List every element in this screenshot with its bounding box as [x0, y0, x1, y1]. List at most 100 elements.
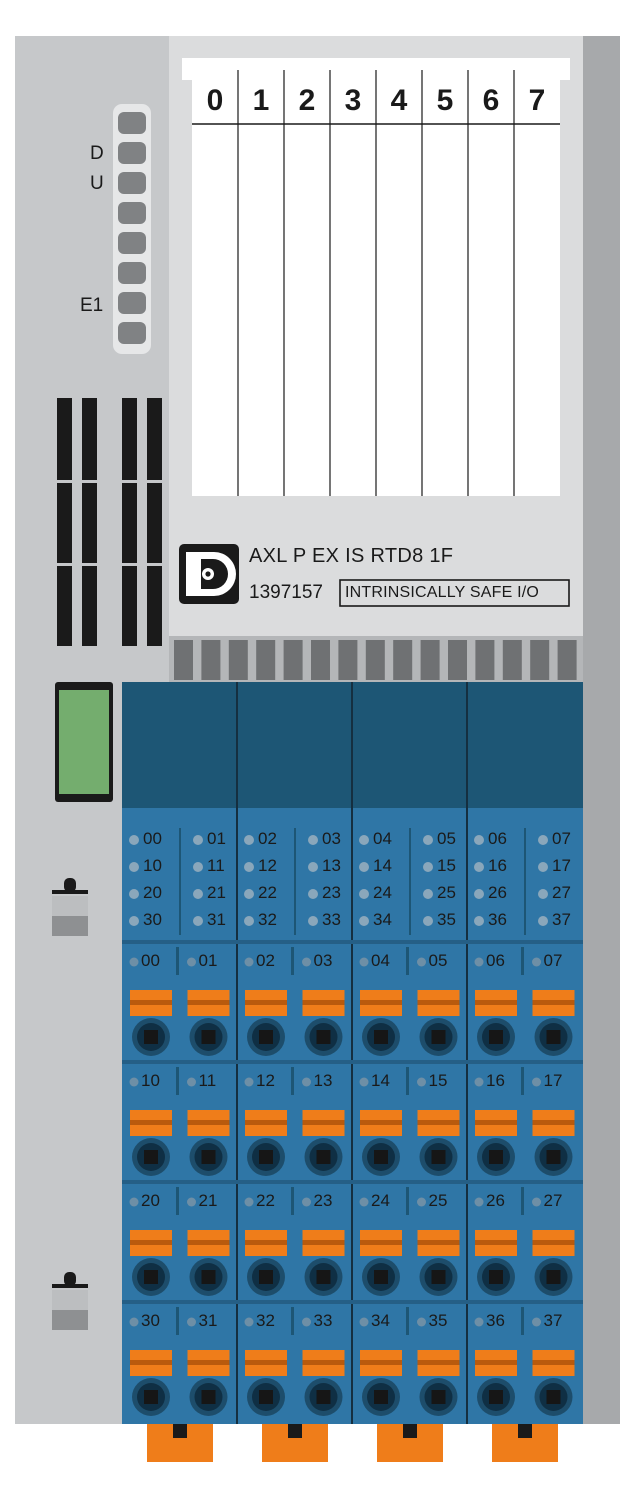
wire-entry-clamp [316, 1150, 331, 1164]
spring-release-groove [245, 1240, 287, 1245]
latch-top[interactable] [52, 878, 88, 936]
vent-slot [57, 398, 72, 646]
terminal-led [129, 1317, 139, 1327]
spring-release-groove [187, 1120, 230, 1125]
terminal-number: 15 [428, 1071, 448, 1090]
wire-entry-clamp [201, 1150, 216, 1164]
terminal-row-separator [122, 1300, 583, 1304]
spring-release-groove [130, 1240, 172, 1245]
overview-label: 37 [552, 910, 571, 929]
wire-entry-clamp [259, 1270, 273, 1284]
spring-release-groove [417, 1360, 460, 1365]
spring-release-groove [360, 1120, 402, 1125]
wire-entry-clamp [201, 1390, 216, 1404]
terminal-led [474, 957, 484, 967]
overview-label: 14 [373, 856, 392, 875]
channel-label: 6 [482, 84, 500, 117]
spring-release-groove [360, 1240, 402, 1245]
overview-led [244, 916, 254, 926]
terminal-number: 36 [486, 1311, 505, 1330]
overview-led [474, 916, 484, 926]
spring-release-groove [302, 1360, 345, 1365]
terminal-led [359, 957, 369, 967]
terminal-led [302, 1317, 311, 1327]
spring-release-groove [475, 1000, 517, 1005]
status-window [59, 690, 109, 794]
terminal-led [359, 1077, 369, 1087]
grill-rib [420, 640, 440, 680]
spring-release-groove [302, 1120, 345, 1125]
status-led [118, 172, 146, 194]
bottom-release-latches [147, 1424, 558, 1462]
status-led [118, 142, 146, 164]
wire-entry-clamp [431, 1270, 446, 1284]
led-label-u: U [90, 173, 104, 194]
terminal-number: 00 [141, 951, 160, 970]
terminal-number: 12 [256, 1071, 275, 1090]
terminal-rows [122, 940, 583, 1416]
channel-overview [129, 835, 548, 926]
terminal-number: 03 [313, 951, 333, 970]
spring-release-groove [245, 1000, 287, 1005]
part-number: 1397157 [249, 582, 323, 603]
overview-label: 32 [258, 910, 277, 929]
overview-led [244, 862, 254, 872]
status-led [118, 112, 146, 134]
wire-entry-clamp [489, 1150, 503, 1164]
overview-led [193, 835, 203, 845]
terminal-led [187, 957, 196, 967]
grill-rib [201, 640, 221, 680]
overview-led [474, 862, 484, 872]
wire-entry-clamp [201, 1030, 216, 1044]
overview-led [538, 835, 548, 845]
terminal-number: 05 [428, 951, 448, 970]
terminal-led [359, 1197, 369, 1207]
vent-slot [82, 398, 97, 646]
terminal-led [532, 1317, 541, 1327]
wire-entry-clamp [431, 1390, 446, 1404]
wire-entry-clamp [201, 1270, 216, 1284]
terminal-number: 04 [371, 951, 390, 970]
grill-rib [256, 640, 276, 680]
spring-release-groove [302, 1240, 345, 1245]
module-name: AXL P EX IS RTD8 1F [249, 545, 454, 567]
led-label-e1: E1 [80, 295, 104, 316]
terminal-led [474, 1317, 484, 1327]
terminal-number: 17 [543, 1071, 563, 1090]
wire-entry-clamp [546, 1030, 561, 1044]
terminal-row-separator [122, 1060, 583, 1064]
wire-entry-clamp [431, 1030, 446, 1044]
spring-release-groove [532, 1000, 575, 1005]
grill-rib [502, 640, 522, 680]
terminal-number: 06 [486, 951, 505, 970]
spring-release-groove [187, 1240, 230, 1245]
overview-led [308, 916, 318, 926]
status-led [118, 322, 146, 344]
wire-entry-clamp [374, 1390, 388, 1404]
terminal-led [129, 1197, 139, 1207]
spring-release-groove [360, 1360, 402, 1365]
spring-release-groove [532, 1240, 575, 1245]
wire-entry-clamp [546, 1150, 561, 1164]
terminal-number: 34 [371, 1311, 390, 1330]
phoenix-contact-logo [179, 544, 239, 604]
latch-bottom[interactable] [52, 1272, 88, 1330]
overview-led [308, 862, 318, 872]
terminal-led [244, 1317, 254, 1327]
wire-entry-clamp [374, 1270, 388, 1284]
terminal-led [302, 1077, 311, 1087]
overview-led [244, 835, 254, 845]
overview-led [538, 862, 548, 872]
spring-release-groove [417, 1120, 460, 1125]
overview-led [308, 889, 318, 899]
overview-label: 31 [207, 910, 226, 929]
overview-label: 17 [552, 856, 571, 875]
terminal-number: 24 [371, 1191, 390, 1210]
wire-entry-clamp [431, 1150, 446, 1164]
terminal-number: 26 [486, 1191, 505, 1210]
grill-rib [174, 640, 193, 680]
vent-separator [52, 563, 167, 566]
spring-release-groove [475, 1240, 517, 1245]
terminal-led [129, 1077, 139, 1087]
